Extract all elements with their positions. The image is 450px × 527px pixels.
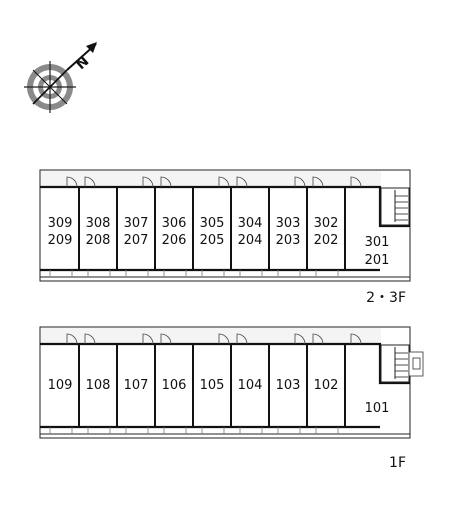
unit-207-label: 207: [124, 233, 149, 248]
unit-105-label: 105: [200, 378, 225, 393]
unit-106-label: 106: [162, 378, 187, 393]
unit-209-label: 209: [48, 233, 73, 248]
compass-north-letter: N: [73, 53, 92, 73]
unit-103-label: 103: [276, 378, 301, 393]
unit-305-label: 305: [200, 216, 225, 231]
unit-204-label: 204: [238, 233, 263, 248]
unit-307-label: 307: [124, 216, 149, 231]
north-arrow-compass-icon: [24, 42, 97, 113]
unit-108-label: 108: [86, 378, 111, 393]
unit-301-label: 301: [365, 235, 390, 250]
unit-201-label: 201: [365, 253, 390, 268]
unit-101-label: 101: [365, 401, 390, 416]
unit-302-label: 302: [314, 216, 339, 231]
unit-304-label: 304: [238, 216, 263, 231]
unit-206-label: 206: [162, 233, 187, 248]
unit-203-label: 203: [276, 233, 301, 248]
unit-107-label: 107: [124, 378, 149, 393]
unit-205-label: 205: [200, 233, 225, 248]
unit-202-label: 202: [314, 233, 339, 248]
floor-label-ground: 1F: [389, 455, 406, 471]
floor-plan-upper: 309 209 308 208 307 207 306 206 305 205 …: [39, 169, 411, 306]
floor-plan-ground: 109 108 107 106 105 104 103 102 101 1F: [39, 326, 424, 471]
unit-303-label: 303: [276, 216, 301, 231]
unit-308-label: 308: [86, 216, 111, 231]
unit-104-label: 104: [238, 378, 263, 393]
unit-208-label: 208: [86, 233, 111, 248]
unit-102-label: 102: [314, 378, 339, 393]
unit-309-label: 309: [48, 216, 73, 231]
unit-109-label: 109: [48, 378, 73, 393]
unit-306-label: 306: [162, 216, 187, 231]
floor-label-upper: 2・3F: [366, 290, 406, 306]
